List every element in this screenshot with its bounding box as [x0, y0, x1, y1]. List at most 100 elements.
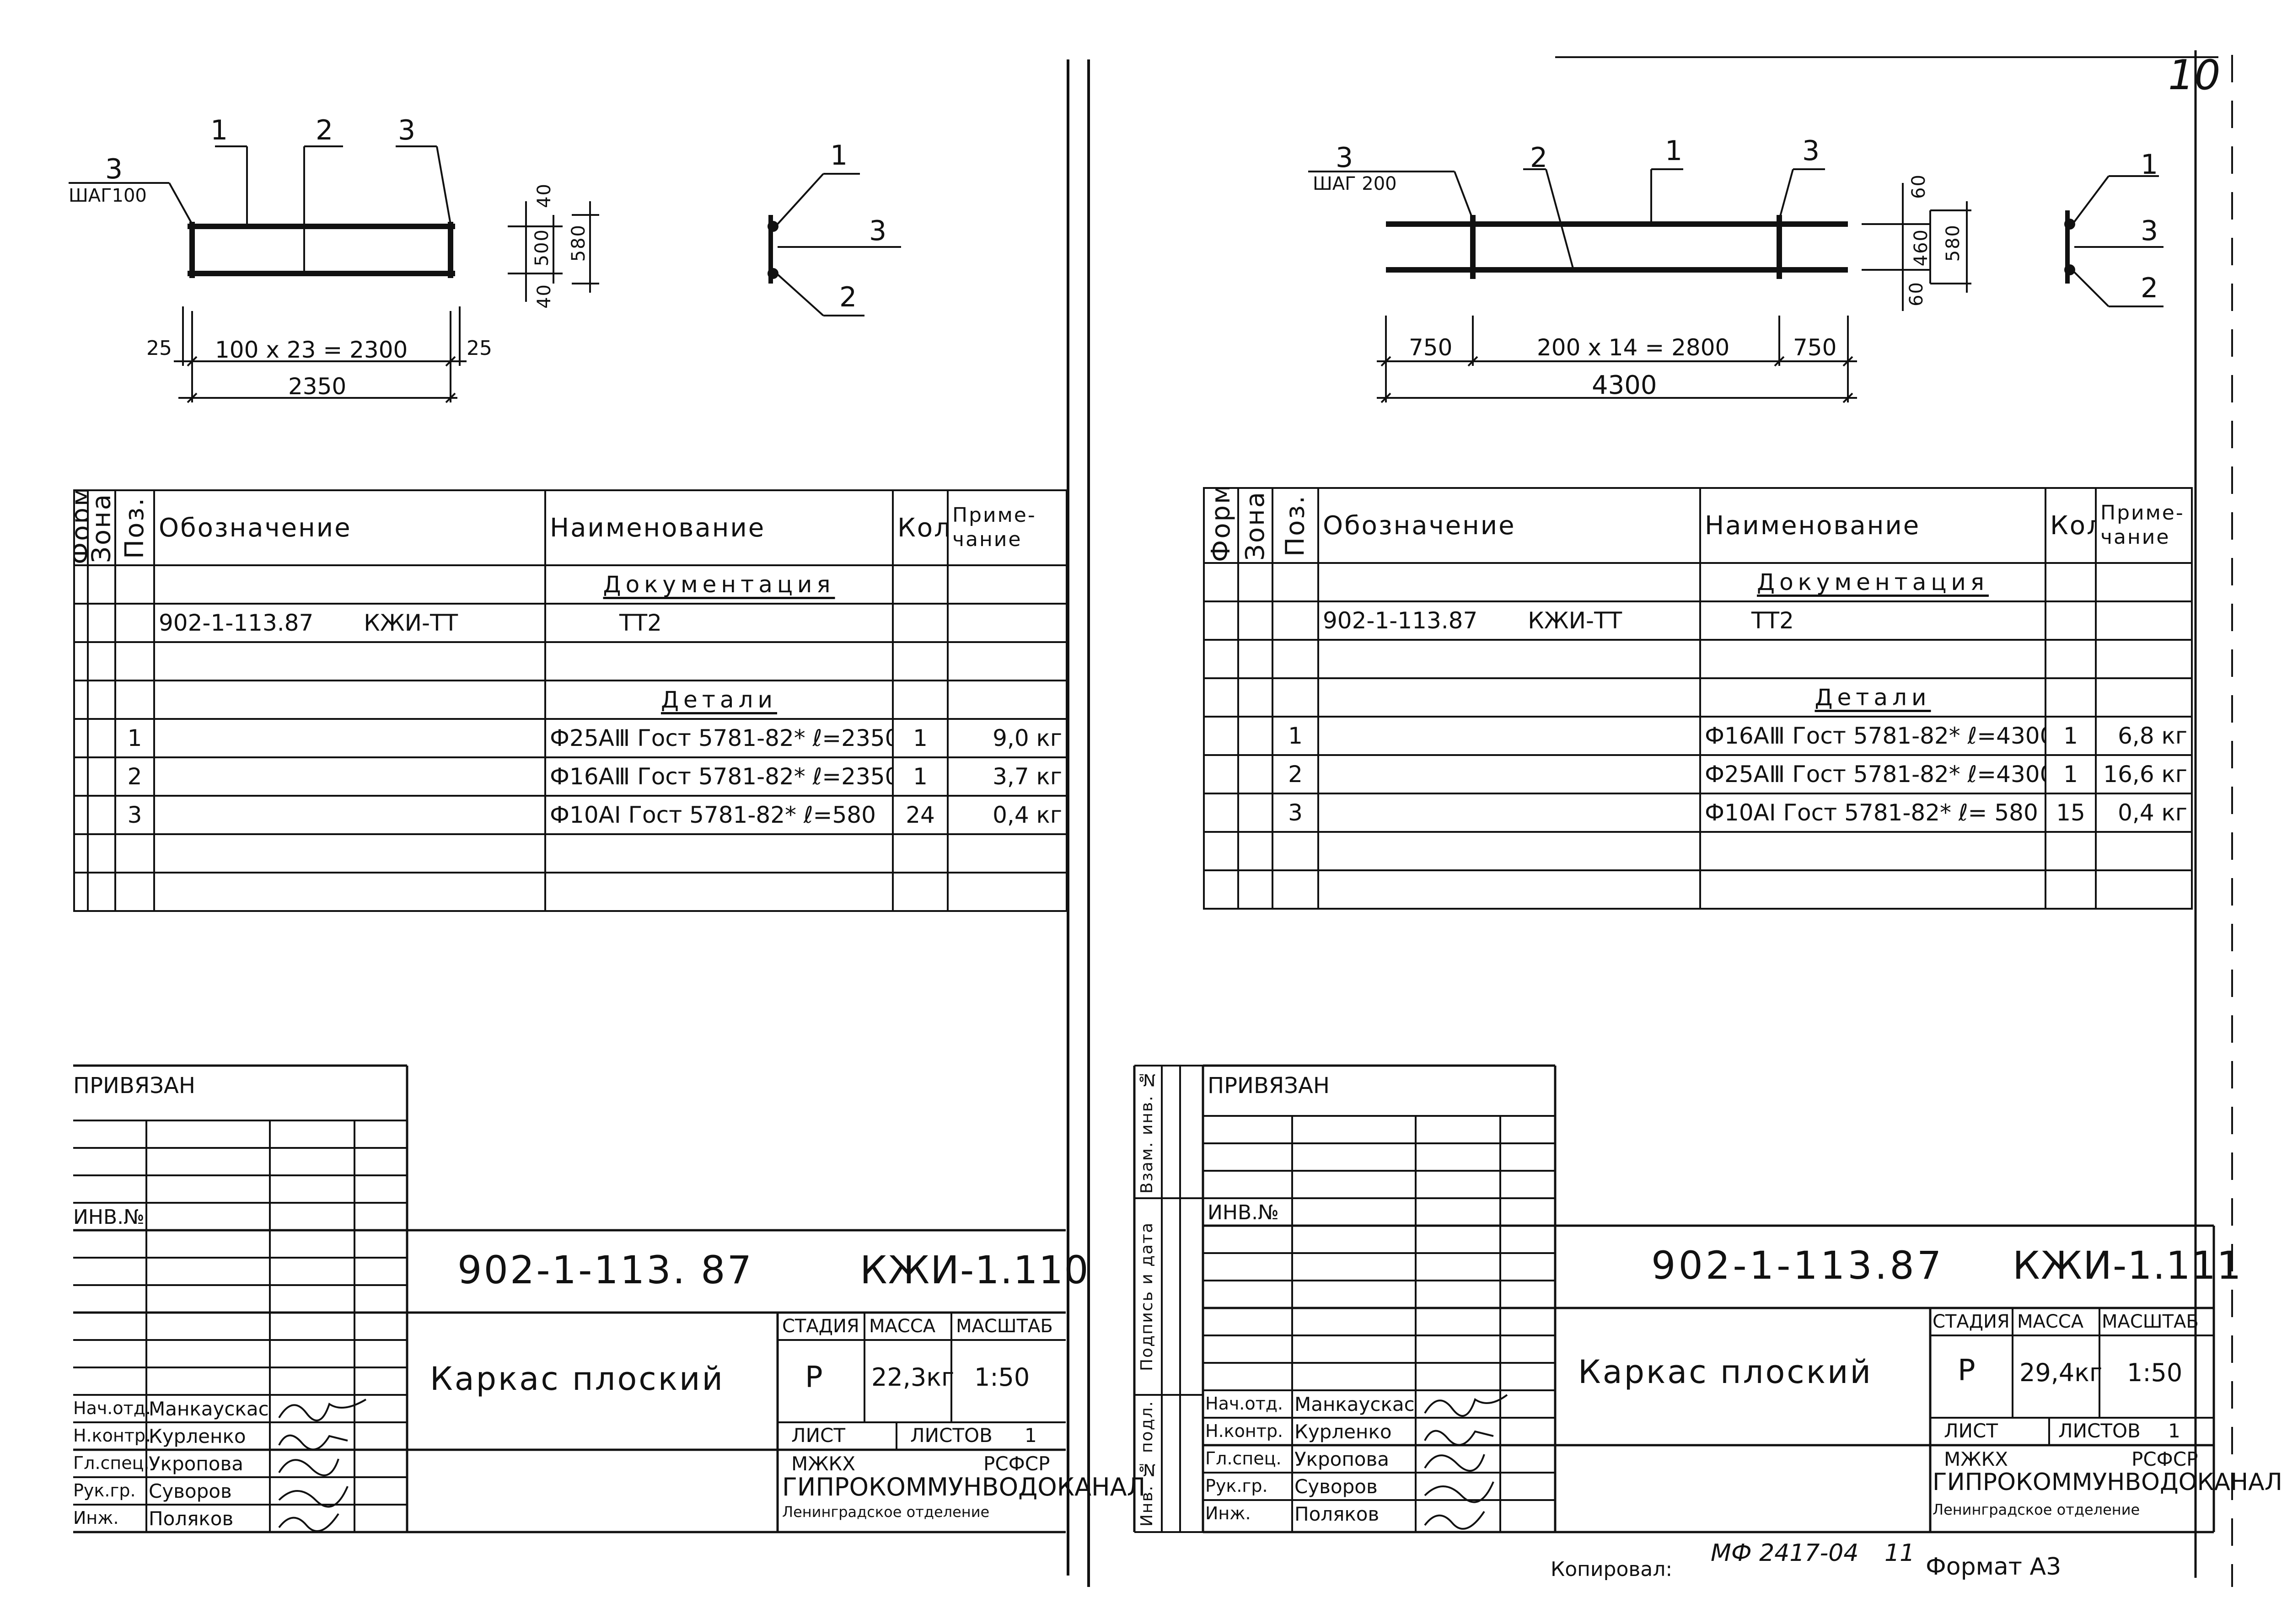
section-parts: Детали [544, 680, 894, 720]
section-callout-1: 1 [2141, 149, 2158, 181]
inv-no-label: ИНВ.№ [73, 1206, 145, 1229]
right-signatures [1424, 1394, 1508, 1530]
table-row [73, 641, 1068, 681]
row-note: 0,4 кг [947, 795, 1068, 835]
album-sheet: 11 [1884, 1539, 1915, 1567]
signer-role: Н.контр. [1205, 1421, 1283, 1441]
dim-total: 2350 [288, 373, 347, 400]
org-1: МЖКХ [1944, 1448, 2008, 1470]
privyazan-label: ПРИВЯЗАН [73, 1073, 195, 1099]
section-callout-3: 3 [2141, 215, 2158, 247]
callout-2: 2 [316, 114, 333, 146]
section-docs: Документация [544, 564, 894, 605]
dim-right: 750 [1793, 334, 1837, 361]
project-code: 902-1-113. 87 [457, 1248, 754, 1292]
sheets-label: ЛИСТОВ [2058, 1420, 2141, 1442]
col-name: Наименование [544, 489, 894, 566]
mass-label: МАССА [869, 1316, 936, 1337]
step-label: ШАГ100 [69, 185, 147, 206]
signer-name: Поляков [1294, 1503, 1380, 1525]
org-3: ГИПРОКОММУНВОДОКАНАЛ [1933, 1469, 2282, 1496]
signer-role: Рук.гр. [73, 1480, 136, 1501]
right-frame-drawing [1308, 168, 2164, 403]
row-pos: 1 [1272, 716, 1319, 756]
signer-name: Укропова [149, 1452, 243, 1475]
sheet-left: 1 2 3 3 ШАГ100 100 x 23 = 2300 25 25 235… [0, 0, 1145, 1624]
section-docs: Документация [1699, 562, 2046, 602]
row-qty: 1 [2045, 754, 2097, 794]
table-row [73, 872, 1068, 912]
section-callout-1: 1 [830, 139, 848, 172]
row-pos: 3 [1272, 793, 1319, 833]
table-header-row: Формат Зона Поз. Обозначение Наименовани… [74, 489, 1068, 566]
mass-value: 29,4кг [2019, 1358, 2103, 1387]
format-label: Формат А3 [1926, 1553, 2062, 1581]
row-qty: 15 [2045, 793, 2097, 833]
col-qty: Кол. [2045, 487, 2097, 564]
row-qty: 1 [892, 718, 949, 758]
section-callout-2: 2 [2141, 272, 2158, 304]
row-note: 0,4 кг [2095, 793, 2193, 833]
signer-role: Инж. [73, 1508, 119, 1528]
doc-name: ТТ2 [1699, 600, 2046, 641]
org-3: ГИПРОКОММУНВОДОКАНАЛ [782, 1473, 1146, 1501]
stage-label: СТАДИЯ [782, 1316, 859, 1337]
copied-label: Копировал: [1551, 1558, 1673, 1581]
row-note: 9,0 кг [947, 718, 1068, 758]
dim-right-end: 25 [467, 337, 492, 360]
sheets-label: ЛИСТОВ [910, 1424, 993, 1447]
callout-1: 1 [1665, 135, 1683, 167]
row-note: 6,8 кг [2095, 716, 2193, 756]
mass-value: 22,3кг [871, 1363, 955, 1392]
callout-2: 2 [1530, 142, 1548, 174]
table-row [1203, 869, 2193, 910]
section-parts: Детали [1699, 677, 2046, 718]
org-4: Ленинградское отделение [1933, 1501, 2140, 1518]
drawing-title: Каркас плоский [430, 1360, 725, 1398]
dim-left-end: 25 [146, 337, 172, 360]
org-1: МЖКХ [791, 1452, 856, 1475]
signer-name: Курленко [1294, 1420, 1392, 1443]
callout-3: 3 [1336, 142, 1353, 174]
page-number: 10 [2168, 51, 2221, 99]
col-designation: Обозначение [153, 489, 546, 566]
row-pos: 2 [1272, 754, 1319, 794]
row-name: Ф16АⅢ Гост 5781-82* ℓ=4300 [1699, 716, 2046, 756]
section-callout-3: 3 [869, 215, 887, 247]
row-qty: 1 [892, 756, 949, 797]
drawing-title: Каркас плоский [1578, 1353, 1873, 1391]
row-name: Ф10АⅠ Гост 5781-82* ℓ= 580 [1699, 793, 2046, 833]
table-row [1203, 639, 2193, 679]
row-pos: 2 [114, 756, 155, 797]
doc-code: 902-1-113.87 [1323, 607, 1478, 634]
step-label: ШАГ 200 [1313, 173, 1397, 194]
signer-role: Нач.отд. [73, 1398, 151, 1418]
album-code: МФ 2417-04 [1711, 1539, 1859, 1567]
row-note: 16,6 кг [2095, 754, 2193, 794]
stage-value: Р [805, 1361, 823, 1394]
signer-name: Суворов [149, 1480, 232, 1502]
signer-role: Рук.гр. [1205, 1476, 1268, 1496]
signer-name: Суворов [1294, 1475, 1378, 1498]
callout-1: 1 [210, 114, 228, 146]
dim-total: 4300 [1592, 370, 1657, 400]
sheet-label: ЛИСТ [1944, 1420, 1998, 1442]
sheet-code: КЖИ-1.111 [2013, 1243, 2242, 1288]
row-note: 3,7 кг [947, 756, 1068, 797]
callout-3b: 3 [1802, 135, 1820, 167]
scale-value: 1:50 [2127, 1358, 2183, 1387]
col-name: Наименование [1699, 487, 2046, 564]
doc-name: ТТ2 [544, 603, 894, 643]
scale-label: МАСШТАБ [2102, 1311, 2199, 1332]
table-row: Детали [1203, 677, 2193, 718]
table-row: Документация [73, 564, 1068, 605]
mass-label: МАССА [2017, 1311, 2084, 1332]
